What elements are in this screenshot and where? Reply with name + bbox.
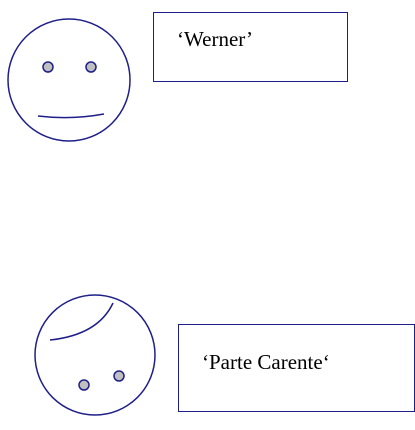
right-eye: [86, 62, 96, 72]
mouth: [38, 114, 104, 118]
left-eye: [79, 380, 89, 390]
parte-carente-label: ‘Parte Carente‘: [179, 325, 414, 373]
parte-carente-label-box: ‘Parte Carente‘: [178, 324, 415, 412]
mouth: [50, 303, 113, 340]
neutral-face-icon: [8, 19, 130, 141]
face-outline: [35, 295, 155, 415]
werner-label-box: ‘Werner’: [153, 12, 348, 82]
right-eye: [114, 371, 124, 381]
tilted-face-icon: [35, 295, 155, 415]
face-outline: [8, 19, 130, 141]
left-eye: [43, 62, 53, 72]
werner-label: ‘Werner’: [154, 13, 347, 50]
